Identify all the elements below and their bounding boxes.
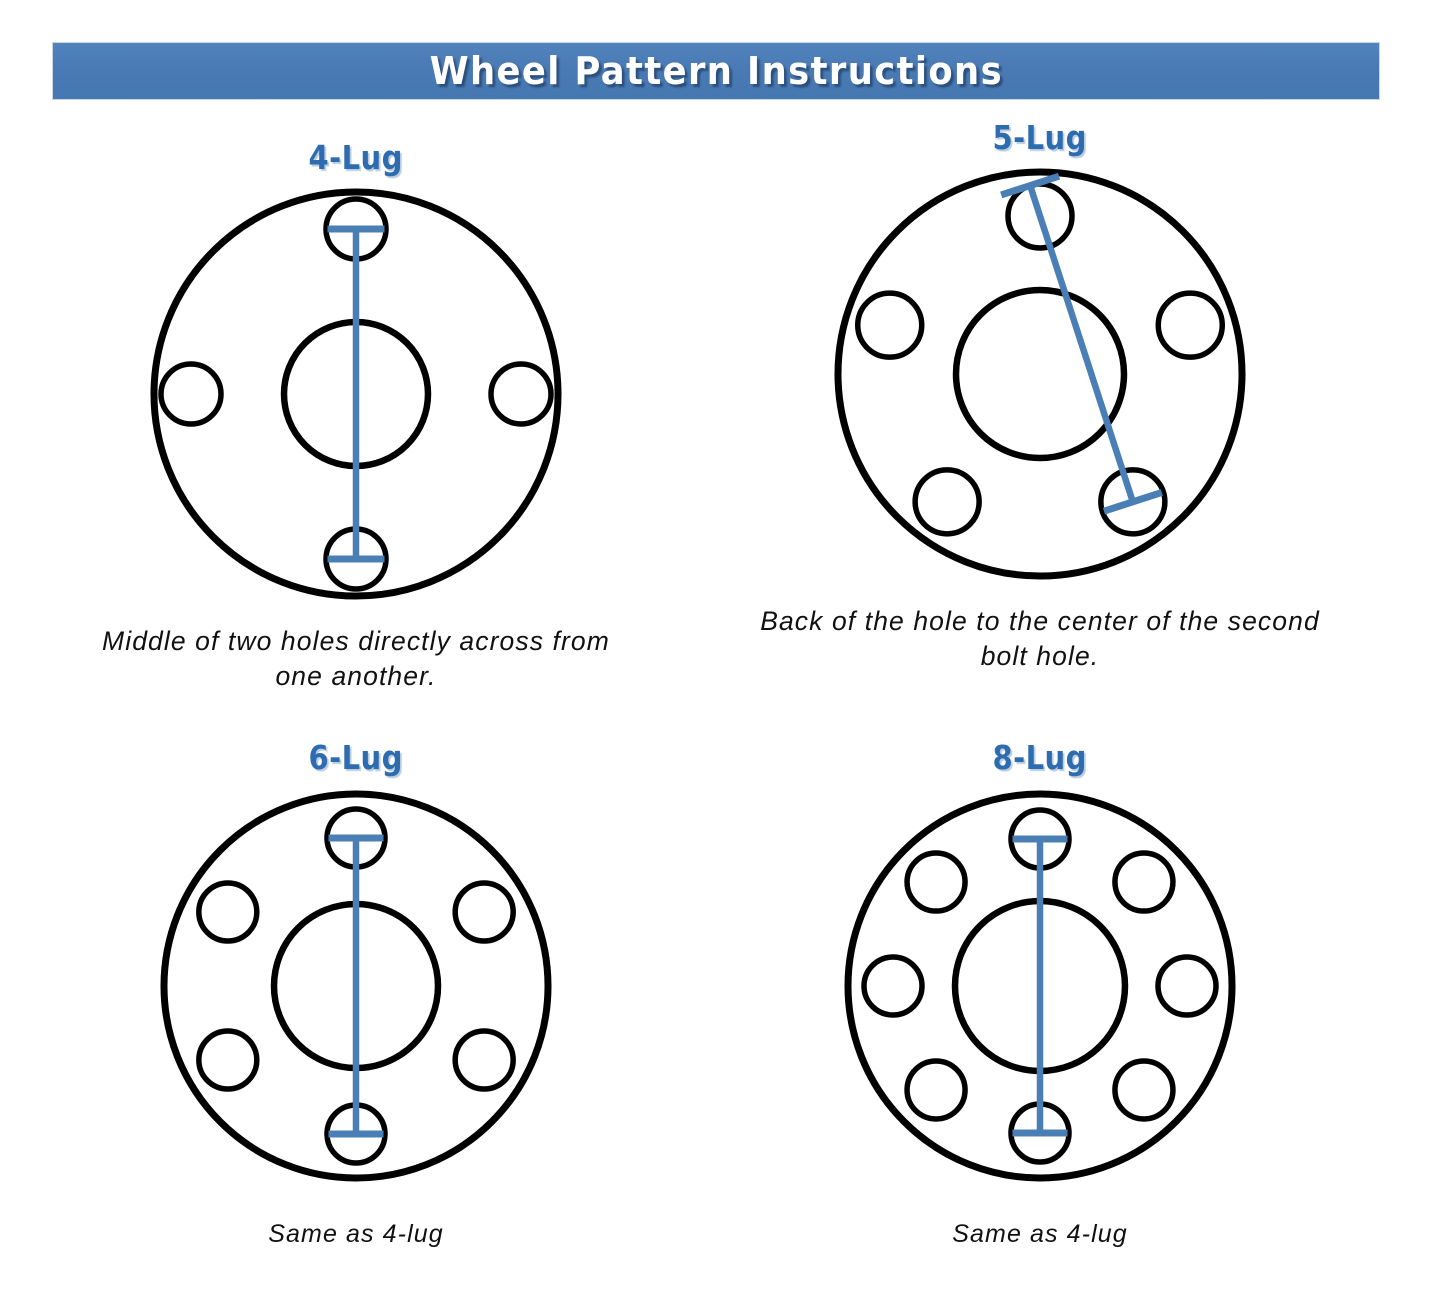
- wheel-4-lug-svg: [150, 188, 562, 600]
- wheel-diagram-8-lug: [834, 780, 1246, 1192]
- bolt-hole-4: [1098, 467, 1168, 537]
- heading-5-lug: 5-Lug: [992, 118, 1088, 157]
- wheel-outer-rim: [844, 790, 1236, 1182]
- bolt-hole-8: [1112, 850, 1176, 915]
- wheel-outer-rim: [160, 790, 552, 1182]
- bolt-hole-4: [488, 361, 554, 428]
- bolt-hole-2: [196, 880, 260, 945]
- wheel-5-lug-svg: [834, 168, 1246, 580]
- caption-6-lug: Same as 4-lug: [268, 1220, 444, 1249]
- wheel-hub-bore: [952, 287, 1128, 462]
- caption-5-lug: Back of the hole to the center of the se…: [760, 606, 1320, 672]
- wheel-panel-5-lug: 5-Lug Back of the hole to the center of …: [690, 118, 1390, 674]
- wheel-panel-8-lug: 8-Lug Same as 4-lug: [690, 738, 1390, 1251]
- bolt-hole-5: [452, 1028, 516, 1093]
- wheel-panel-6-lug: 6-Lug Same as 4-lug: [6, 738, 706, 1251]
- bolt-hole-4: [904, 1058, 968, 1122]
- measure-cap-end: [1102, 489, 1163, 515]
- wheel-outer-rim: [834, 168, 1246, 580]
- heading-4-lug: 4-Lug: [308, 138, 404, 177]
- bolt-hole-3: [912, 467, 982, 537]
- wheel-diagram-4-lug: [140, 178, 572, 610]
- caption-8-lug: Same as 4-lug: [952, 1220, 1128, 1249]
- bolt-hole-5: [1155, 290, 1226, 361]
- wheel-6-lug-svg: [160, 790, 552, 1182]
- measure-line: [1027, 184, 1136, 504]
- bolt-hole-2: [158, 361, 224, 428]
- bolt-hole-7: [1155, 954, 1219, 1019]
- wheel-outer-rim: [150, 188, 562, 600]
- heading-6-lug: 6-Lug: [308, 738, 404, 777]
- bolt-hole-6: [1112, 1058, 1176, 1122]
- wheel-8-lug-svg: [844, 790, 1236, 1182]
- heading-8-lug: 8-Lug: [992, 738, 1088, 777]
- bolt-hole-2: [854, 290, 925, 361]
- wheel-diagram-5-lug: [824, 158, 1256, 590]
- bolt-hole-2: [904, 850, 968, 915]
- bolt-hole-3: [861, 954, 925, 1019]
- bolt-hole-3: [196, 1028, 260, 1093]
- wheel-diagram-6-lug: [150, 780, 562, 1192]
- caption-4-lug: Middle of two holes directly across from…: [102, 626, 610, 692]
- page-title: Wheel Pattern Instructions: [429, 49, 1003, 93]
- wheel-panel-4-lug: 4-Lug Middle of two holes directly acros…: [6, 138, 706, 694]
- title-banner: Wheel Pattern Instructions: [52, 42, 1380, 100]
- wheel-pattern-grid: 4-Lug Middle of two holes directly acros…: [0, 112, 1445, 1302]
- bolt-hole-6: [452, 880, 516, 945]
